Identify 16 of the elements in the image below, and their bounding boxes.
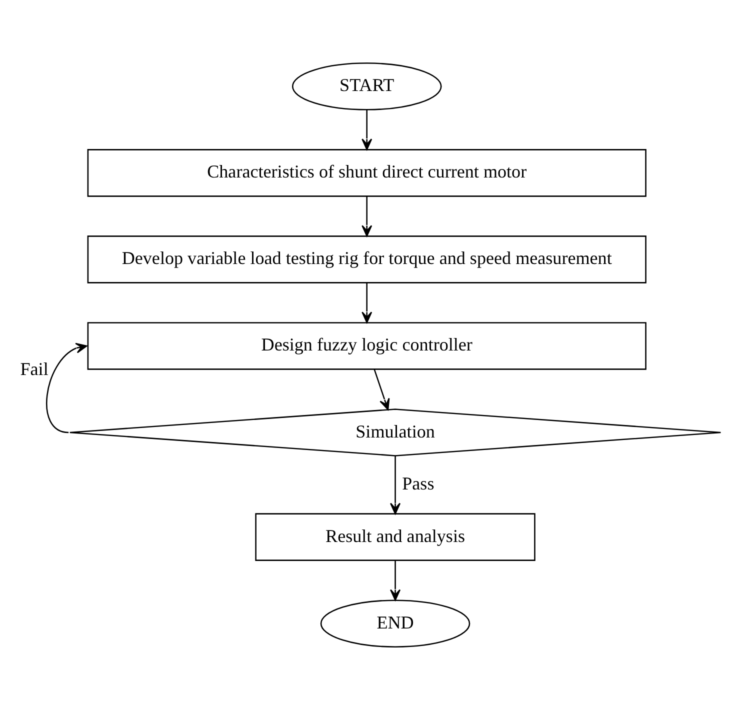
node-box: Develop variable load testing rig for torque and speed measurement xyxy=(87,236,646,284)
edge-label: Pass xyxy=(402,474,434,494)
arrow xyxy=(46,342,88,434)
node-box: Design fuzzy logic controller xyxy=(87,322,646,370)
node-box: Result and analysis xyxy=(255,513,536,561)
node-diamond: Simulation xyxy=(69,408,722,456)
arrow xyxy=(362,110,372,150)
arrow xyxy=(362,196,372,237)
arrow xyxy=(374,369,390,410)
node-ellipse: START xyxy=(292,62,442,110)
node-ellipse: END xyxy=(320,600,470,648)
arrow xyxy=(362,282,372,324)
edge-label: Fail xyxy=(20,358,48,379)
arrow xyxy=(390,560,401,601)
node-box: Characteristics of shunt direct current motor xyxy=(87,149,646,197)
arrow xyxy=(390,456,401,514)
